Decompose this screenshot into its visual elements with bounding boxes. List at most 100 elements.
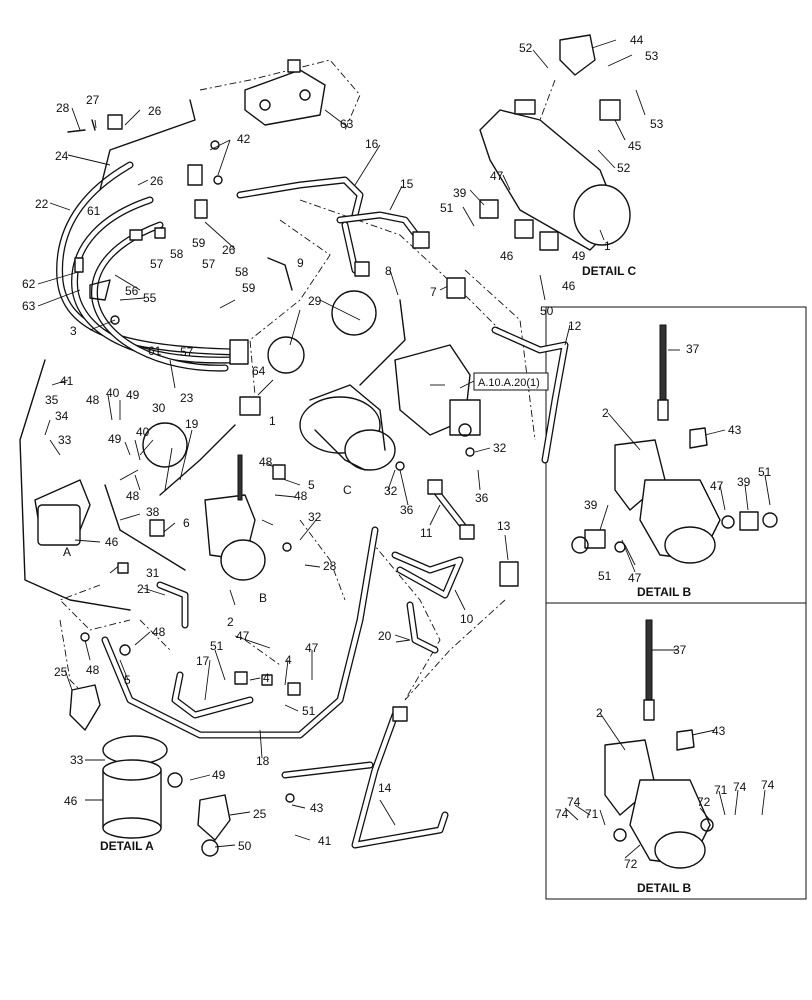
fittings xyxy=(67,114,778,857)
detail-b-lower-label: DETAIL B xyxy=(637,881,692,895)
callout-53a: 48 xyxy=(86,393,100,407)
callout-14: 14 xyxy=(378,781,392,795)
callout-27c: 26 xyxy=(222,243,236,257)
callout-62a: 57 xyxy=(150,257,164,271)
callout-39-c: 39 xyxy=(453,186,467,200)
callout-51c: 47 xyxy=(710,479,724,493)
callout-58b: 52 xyxy=(617,161,631,175)
callout-72b: 72 xyxy=(697,795,711,809)
callout-11: 11 xyxy=(420,526,433,540)
fitting-26 xyxy=(69,684,101,731)
callout-42a: 40 xyxy=(106,386,120,400)
callout-52b: 51 xyxy=(302,704,316,718)
callout-58: 52 xyxy=(519,41,533,55)
callout-50a: 46 xyxy=(500,249,514,263)
callout-51a: 47 xyxy=(236,629,250,643)
callout-48: 44 xyxy=(630,33,644,47)
callout-61: 56 xyxy=(125,284,139,298)
detail-b-upper-motor xyxy=(584,324,759,564)
callout-18: 18 xyxy=(256,754,270,768)
detail-b-upper-label: DETAIL B xyxy=(637,585,692,599)
view-letters: A B C xyxy=(63,483,352,605)
callout-33c: 32 xyxy=(493,441,507,455)
callout-50b: 46 xyxy=(562,279,576,293)
callout-28: 27 xyxy=(86,93,100,107)
callout-52a: 51 xyxy=(210,639,224,653)
callout-62b: 57 xyxy=(202,257,216,271)
callout-4a: 4 xyxy=(285,653,292,667)
callout-20: 20 xyxy=(378,629,392,643)
callout-29b: 28 xyxy=(323,559,337,573)
callout-34a: 33 xyxy=(58,433,72,447)
callout-7: 7 xyxy=(430,285,437,299)
callout-38a: 37 xyxy=(686,342,700,356)
callout-13: 13 xyxy=(497,519,511,533)
callout-1-c: 1 xyxy=(604,239,611,253)
callout-55: 50 xyxy=(540,304,554,318)
callout-63b: 58 xyxy=(235,265,249,279)
callout-22: 22 xyxy=(35,197,49,211)
callout-38b: 37 xyxy=(673,643,687,657)
callout-9: 9 xyxy=(297,256,304,270)
callout-2a: 2 xyxy=(602,406,609,420)
filter-detail-a xyxy=(102,735,168,839)
callout-37a: 36 xyxy=(400,503,414,517)
callout-33a: 32 xyxy=(308,510,322,524)
callout-37b: 36 xyxy=(475,491,489,505)
callout-71a: 71 xyxy=(585,807,599,821)
callout-53d: 48 xyxy=(294,489,308,503)
callout-1-center: 1 xyxy=(269,414,276,428)
valve-block-68 xyxy=(244,59,326,126)
callout-71b: 71 xyxy=(714,783,728,797)
callout-63a: 58 xyxy=(170,247,184,261)
view-letter-c: C xyxy=(343,483,352,497)
detail-b-lower-motor xyxy=(604,619,711,869)
callout-34b: 33 xyxy=(70,753,84,767)
detail-b-lower-panel xyxy=(545,602,807,900)
view-letter-a: A xyxy=(63,545,71,559)
callout-39a: 39 xyxy=(584,498,598,512)
callout-31: 30 xyxy=(152,401,166,415)
callout-59b: 53 xyxy=(650,117,664,131)
callout-8: 8 xyxy=(385,264,392,278)
callout-55-a: 50 xyxy=(238,839,252,853)
callout-47b: 46 xyxy=(64,794,78,808)
callout-57a: 49 xyxy=(126,388,140,402)
callout-5a: 5 xyxy=(308,478,315,492)
callout-15: 15 xyxy=(400,177,414,191)
callout-23: 23 xyxy=(180,391,194,405)
callout-56-c: 51 xyxy=(440,201,454,215)
callout-74b: 74 xyxy=(733,780,747,794)
callout-57b: 49 xyxy=(108,432,122,446)
callout-62c: 57 xyxy=(180,345,194,359)
callout-41: 41 xyxy=(60,374,74,388)
callout-17: 17 xyxy=(196,654,210,668)
callout-4b: 4 xyxy=(263,671,270,685)
callout-54-a: 49 xyxy=(212,768,226,782)
callout-64b: 59 xyxy=(242,281,256,295)
callout-69: 64 xyxy=(252,364,266,378)
callout-65b: 61 xyxy=(148,344,162,358)
motor-b-center xyxy=(204,454,266,581)
view-letter-b: B xyxy=(259,591,267,605)
callout-32: 31 xyxy=(146,566,160,580)
callout-56b: 51 xyxy=(598,569,612,583)
callout-56a: 51 xyxy=(758,465,772,479)
callout-39b: 39 xyxy=(737,475,751,489)
callout-59: 53 xyxy=(645,49,659,63)
callout-53f: 48 xyxy=(86,663,100,677)
callout-53c: 48 xyxy=(259,455,273,469)
callout-2b: 2 xyxy=(596,706,603,720)
callout-74a: 74 xyxy=(567,795,581,809)
detail-c-pump xyxy=(479,34,631,251)
callout-47a: 46 xyxy=(105,535,119,549)
callout-51d: 47 xyxy=(628,571,642,585)
callout-54: 49 xyxy=(572,249,586,263)
callout-27a: 26 xyxy=(148,104,162,118)
callout-40: 38 xyxy=(146,505,160,519)
callout-64a: 59 xyxy=(192,236,206,250)
callout-73b: 74 xyxy=(761,778,775,792)
callout-25: 25 xyxy=(253,807,267,821)
callout-68: 63 xyxy=(340,117,354,131)
